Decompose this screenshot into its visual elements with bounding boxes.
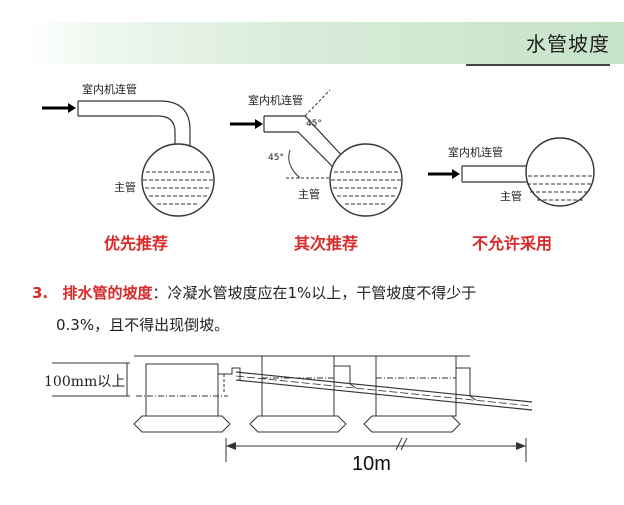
drain-main-top xyxy=(235,371,533,403)
note-number: 3. xyxy=(32,284,49,302)
caption-secondary: 其次推荐 xyxy=(294,234,359,253)
tray-2 xyxy=(249,415,347,433)
main-pipe-3 xyxy=(525,137,595,207)
caption-preferred: 优先推荐 xyxy=(104,234,169,253)
page-title: 水管坡度 xyxy=(526,32,610,56)
drain-main-bottom xyxy=(235,379,533,411)
flow-arrow-head-3 xyxy=(452,169,460,179)
main-label-3: 主管 xyxy=(500,189,522,203)
tray-3 xyxy=(363,415,461,433)
flow-arrow-head-1 xyxy=(68,103,76,113)
main-pipe-1 xyxy=(141,143,215,217)
header-band xyxy=(30,22,624,64)
note-line-2: 0.3%，且不得出现倒坡。 xyxy=(56,316,230,334)
span-label: 10m xyxy=(352,453,391,475)
indoor-unit-1 xyxy=(145,363,219,417)
caption-not-allowed: 不允许采用 xyxy=(472,234,553,253)
main-label-2: 主管 xyxy=(298,187,320,201)
note-text: ：冷凝水管坡度应在1%以上，干管坡度不得少于 xyxy=(152,284,477,302)
pipe-inner-1 xyxy=(78,115,176,150)
flow-arrow-head-2 xyxy=(255,119,263,129)
diagram-preferred: 室内机连管 主管 xyxy=(42,82,215,217)
note-line-1: 3. 排水管的坡度：冷凝水管坡度应在1%以上，干管坡度不得少于 xyxy=(32,282,476,304)
pipe-outer-1 xyxy=(78,100,191,150)
inlet-label-1: 室内机连管 xyxy=(82,82,137,96)
diagram-secondary: 室内机连管 主管 45° 45° xyxy=(230,89,403,217)
inlet-label-2: 室内机连管 xyxy=(248,93,303,107)
diagram-not-allowed: 室内机连管 主管 xyxy=(428,137,595,207)
angle-label-a: 45° xyxy=(268,153,284,163)
main-label-1: 主管 xyxy=(114,180,136,194)
note-keyword: 排水管的坡度 xyxy=(62,284,153,302)
slope-diagram: 100mm以上 10m xyxy=(44,355,533,475)
main-pipe-2 xyxy=(329,143,403,217)
inlet-label-3: 室内机连管 xyxy=(448,145,503,159)
title-underline xyxy=(466,64,610,66)
tray-1 xyxy=(133,415,231,433)
height-label: 100mm以上 xyxy=(44,374,125,390)
indoor-unit-3 xyxy=(375,355,457,417)
angle-label-b: 45° xyxy=(306,119,322,129)
